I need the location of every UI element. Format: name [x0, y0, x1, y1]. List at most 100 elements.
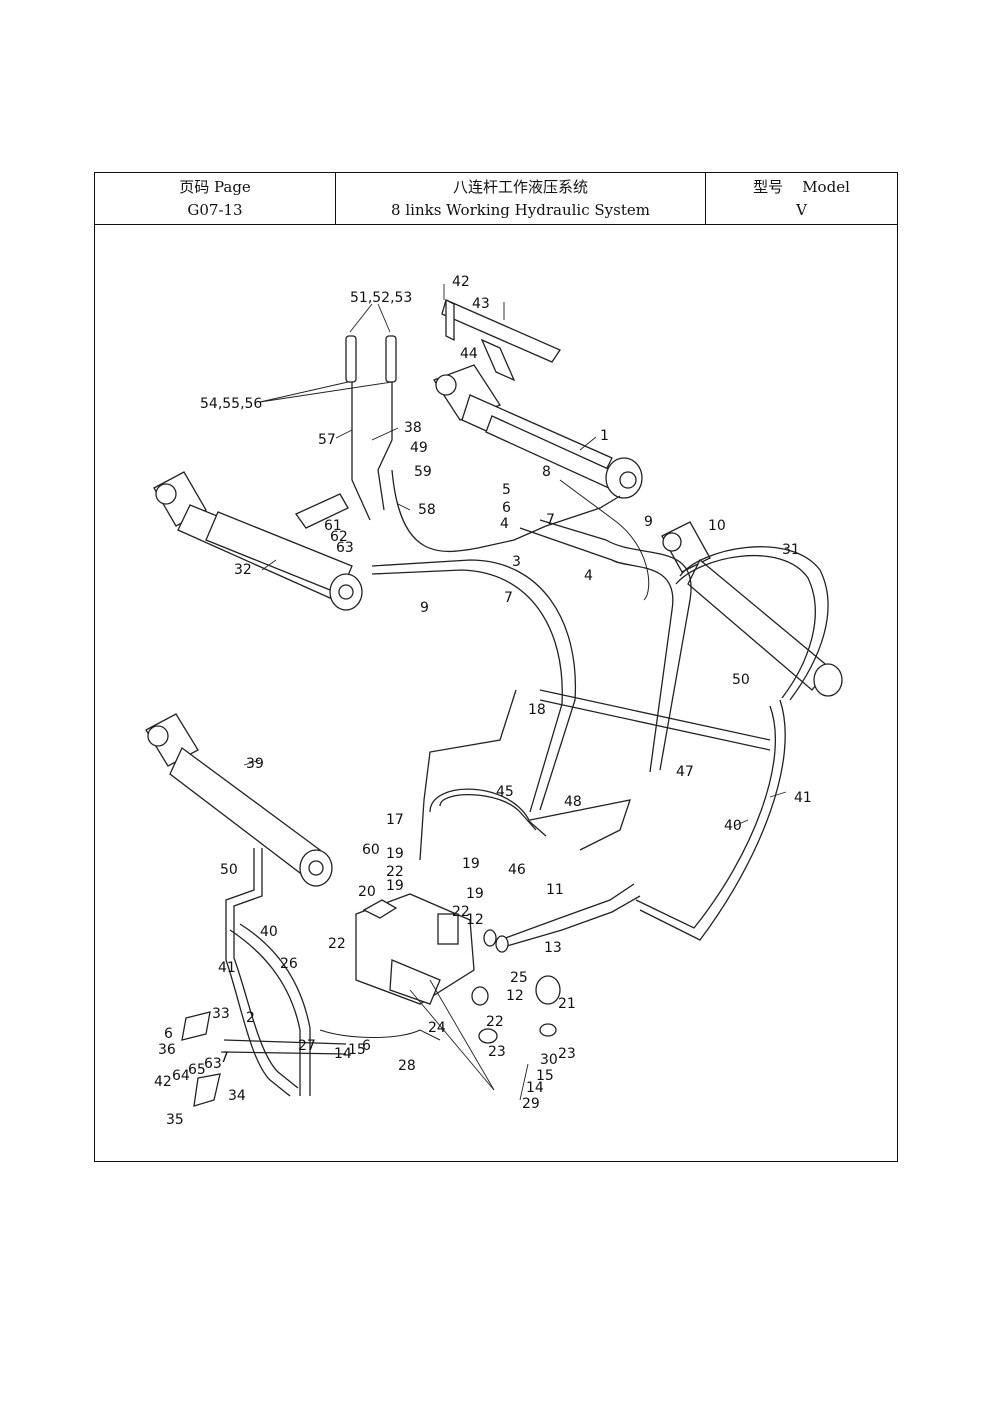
callout-12: 12 — [506, 988, 524, 1004]
callout-40: 40 — [724, 818, 742, 834]
callout-7: 7 — [504, 590, 513, 606]
leader-lines — [243, 303, 787, 1101]
callout-1: 1 — [600, 428, 609, 444]
callout-14: 14 — [334, 1046, 352, 1062]
hose-routes — [371, 469, 829, 949]
callout-6: 6 — [164, 1026, 173, 1042]
callout-46: 46 — [508, 862, 526, 878]
callout-35: 35 — [166, 1112, 184, 1128]
callout-33: 33 — [212, 1006, 230, 1022]
callout-38: 38 — [404, 420, 422, 436]
callout-9: 9 — [420, 600, 429, 616]
callout-50: 50 — [732, 672, 750, 688]
callout-54-55-56: 54,55,56 — [200, 396, 262, 412]
callout-43: 43 — [472, 296, 490, 312]
callout-22: 22 — [452, 904, 470, 920]
callout-17: 17 — [386, 812, 404, 828]
callout-19: 19 — [386, 846, 404, 862]
bracket-43-44 — [441, 284, 561, 382]
callout-7: 7 — [220, 1050, 229, 1066]
callout-22: 22 — [386, 864, 404, 880]
callout-42: 42 — [154, 1074, 172, 1090]
drawing-sheet: 页码 Page G07-13 八连杆工作液压系统 8 links Working… — [94, 172, 898, 1162]
title-chinese: 八连杆工作液压系统 — [452, 177, 588, 196]
callout-22: 22 — [328, 936, 346, 952]
callout-25: 25 — [510, 970, 528, 986]
callout-42: 42 — [452, 274, 470, 290]
model-label: 型号 Model — [753, 177, 850, 196]
callout-44: 44 — [460, 346, 478, 362]
header-page-cell: 页码 Page G07-13 — [95, 173, 336, 225]
callout-4: 4 — [500, 516, 509, 532]
callout-18: 18 — [528, 702, 546, 718]
callout-47: 47 — [676, 764, 694, 780]
callout-14: 14 — [526, 1080, 544, 1096]
callout-22: 22 — [486, 1014, 504, 1030]
callout-20: 20 — [358, 884, 376, 900]
hydraulic-cylinder-32 — [153, 471, 363, 611]
callout-31: 31 — [782, 542, 800, 558]
callout-30: 30 — [540, 1052, 558, 1068]
callout-12: 12 — [466, 912, 484, 928]
lower-left-hoses — [223, 848, 347, 1097]
callout-45: 45 — [496, 784, 514, 800]
page-label: 页码 Page — [179, 177, 251, 196]
callout-61: 61 — [324, 518, 342, 534]
callout-40: 40 — [260, 924, 278, 940]
callout-21: 21 — [558, 996, 576, 1012]
callout-39: 39 — [246, 756, 264, 772]
pedal-linkage — [181, 1011, 221, 1107]
callout-65: 65 — [188, 1062, 206, 1078]
callout-19: 19 — [466, 886, 484, 902]
callout-7: 7 — [546, 512, 555, 528]
callout-51-52-53: 51,52,53 — [350, 290, 412, 306]
callout-11: 11 — [546, 882, 564, 898]
callout-15: 15 — [536, 1068, 554, 1084]
hydraulic-cylinder-31 — [661, 521, 843, 697]
callout-29: 29 — [522, 1096, 540, 1112]
control-levers — [295, 335, 397, 529]
callout-41: 41 — [218, 960, 236, 976]
callout-28: 28 — [398, 1058, 416, 1074]
callout-27: 27 — [298, 1038, 316, 1054]
callout-64: 64 — [172, 1068, 190, 1084]
callout-60: 60 — [362, 842, 380, 858]
hydraulic-cylinder-39 — [145, 713, 333, 887]
callout-58: 58 — [418, 502, 436, 518]
callout-23: 23 — [558, 1046, 576, 1062]
callout-5: 5 — [502, 482, 511, 498]
model-value: V — [796, 200, 807, 219]
callout-19: 19 — [462, 856, 480, 872]
callout-3: 3 — [512, 554, 521, 570]
callout-36: 36 — [158, 1042, 176, 1058]
callout-26: 26 — [280, 956, 298, 972]
callout-19: 19 — [386, 878, 404, 894]
callout-10: 10 — [708, 518, 726, 534]
callout-13: 13 — [544, 940, 562, 956]
callout-57: 57 — [318, 432, 336, 448]
callout-15: 15 — [348, 1042, 366, 1058]
callout-6: 6 — [362, 1038, 371, 1054]
control-valve-block — [319, 893, 475, 1041]
callout-4: 4 — [584, 568, 593, 584]
callout-32: 32 — [234, 562, 252, 578]
callout-labels: 42 43 44 51,52,53 54,55,56 1 57 38 49 59… — [154, 274, 812, 1128]
header-title-cell: 八连杆工作液压系统 8 links Working Hydraulic Syst… — [336, 173, 706, 225]
title-english: 8 links Working Hydraulic System — [391, 200, 650, 219]
callout-9: 9 — [644, 514, 653, 530]
callout-59: 59 — [414, 464, 432, 480]
callout-24: 24 — [428, 1020, 446, 1036]
callout-34: 34 — [228, 1088, 246, 1104]
callout-50: 50 — [220, 862, 238, 878]
callout-63: 63 — [336, 540, 354, 556]
page-code: G07-13 — [187, 200, 243, 219]
fittings — [471, 929, 561, 1044]
callout-6: 6 — [502, 500, 511, 516]
callout-48: 48 — [564, 794, 582, 810]
callout-49: 49 — [410, 440, 428, 456]
callout-2: 2 — [246, 1010, 255, 1026]
callout-8: 8 — [542, 464, 551, 480]
hydraulic-cylinder-1 — [433, 364, 643, 499]
callout-62: 62 — [330, 529, 348, 545]
callout-63: 63 — [204, 1056, 222, 1072]
